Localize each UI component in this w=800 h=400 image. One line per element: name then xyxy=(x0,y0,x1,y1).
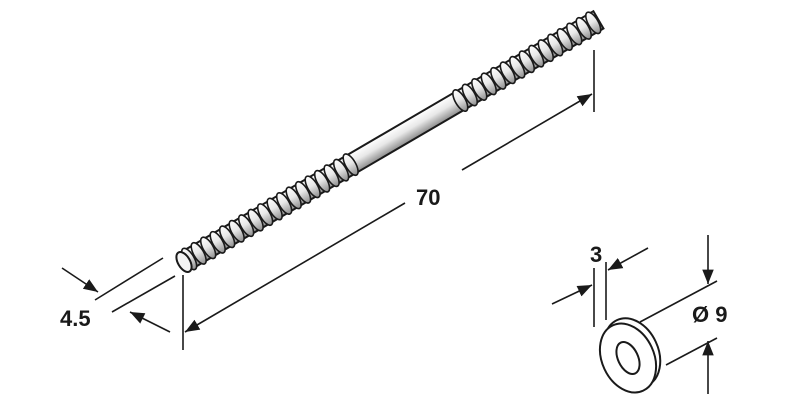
thread-coil xyxy=(480,72,498,96)
thread-coil xyxy=(342,153,359,177)
thread-coil xyxy=(499,61,517,85)
thread-coil xyxy=(471,77,488,101)
washer-diameter-label: Ø 9 xyxy=(692,302,727,327)
length-dimension: 70 xyxy=(182,50,595,350)
thread-coil xyxy=(547,33,564,57)
thread-coil xyxy=(585,11,602,35)
thread-coil xyxy=(556,28,573,51)
thread-coil xyxy=(285,186,302,210)
washer-thickness-label: 3 xyxy=(590,242,602,267)
thread-coil xyxy=(323,164,340,188)
thread-coil xyxy=(266,197,283,221)
thread-coil xyxy=(218,225,236,249)
thread-coil xyxy=(304,175,321,199)
thread-coil xyxy=(490,66,507,90)
screw-tip xyxy=(175,251,193,273)
thread-coil xyxy=(237,214,255,238)
thread-coil xyxy=(518,50,536,74)
thread-coil xyxy=(537,39,554,63)
thread-coil xyxy=(294,180,312,204)
washer-diameter-dimension: Ø 9 xyxy=(639,235,727,394)
thread-coil xyxy=(313,169,331,193)
thread-diameter-label: 4.5 xyxy=(60,306,91,331)
thread-coil xyxy=(332,158,350,182)
thread-diameter-dimension: 4.5 xyxy=(60,257,176,333)
washer-thickness-dimension: 3 xyxy=(551,242,649,327)
thread-coil xyxy=(575,16,592,40)
thread-coil xyxy=(228,219,245,243)
thread-coil xyxy=(247,208,264,232)
washer xyxy=(598,317,662,394)
length-label: 70 xyxy=(416,185,440,210)
thread-coil xyxy=(199,236,217,260)
thread-coil xyxy=(461,83,479,107)
thread-coil xyxy=(509,55,526,79)
thread-coil xyxy=(528,44,545,68)
thread-coil xyxy=(275,192,293,215)
thread-coils xyxy=(180,11,602,271)
double-thread-screw xyxy=(175,9,605,273)
thread-coil xyxy=(256,203,274,227)
thread-coil xyxy=(452,89,469,113)
thread-coil xyxy=(566,22,583,46)
